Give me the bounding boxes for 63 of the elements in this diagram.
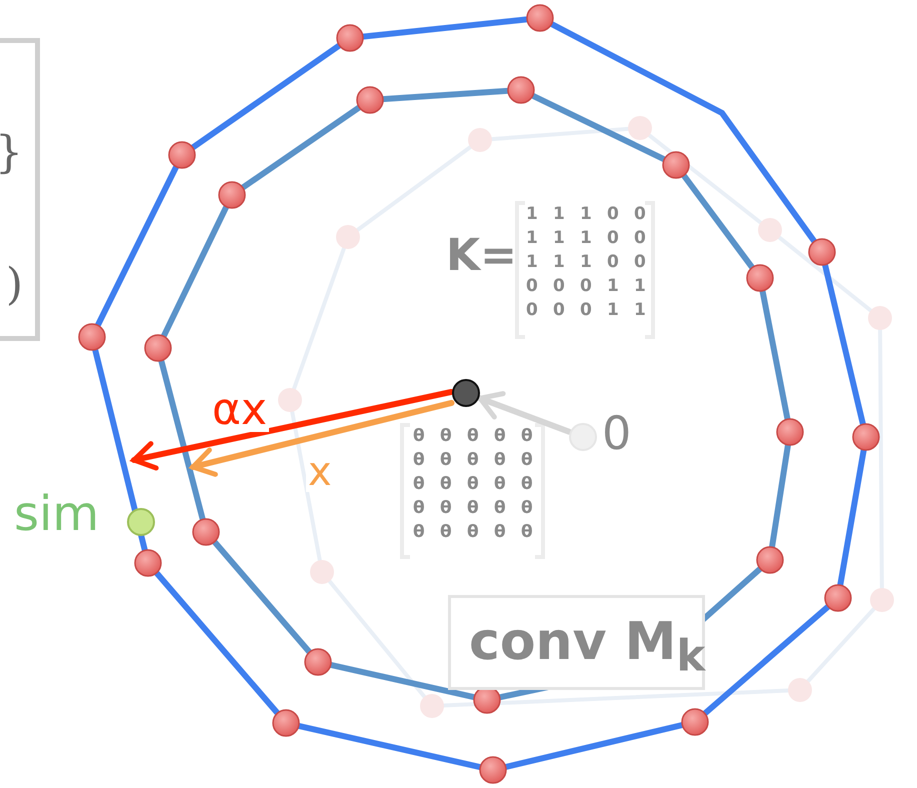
formula-fragment: } bbox=[0, 131, 23, 175]
matrix-entry: 1 bbox=[553, 230, 565, 247]
matrix-entry: 0 bbox=[634, 206, 646, 223]
matrix-entry: 1 bbox=[580, 230, 592, 247]
matrix-entry: 0 bbox=[607, 230, 619, 247]
matrix-entry: θ bbox=[413, 476, 425, 493]
matrix-entry: θ bbox=[413, 428, 425, 445]
matrix-entry: 1 bbox=[580, 254, 592, 271]
matrix-entry: 0 bbox=[607, 206, 619, 223]
matrix-entry: 0 bbox=[526, 278, 538, 295]
origin-label: 0 bbox=[602, 410, 632, 456]
matrix-entry: θ bbox=[413, 452, 425, 469]
matrix-entry: θ bbox=[440, 500, 452, 517]
matrix-entry: θ bbox=[494, 500, 506, 517]
formula-fragment: ) bbox=[6, 263, 23, 307]
matrix-entry: θ bbox=[494, 476, 506, 493]
matrix-entry: θ bbox=[521, 428, 533, 445]
matrix-entry: 0 bbox=[634, 230, 646, 247]
matrix-entry: 1 bbox=[607, 302, 619, 319]
matrix-entry: θ bbox=[467, 476, 479, 493]
matrix-entry: 1 bbox=[634, 302, 646, 319]
matrix-entry: θ bbox=[467, 428, 479, 445]
matrix-entry: θ bbox=[440, 428, 452, 445]
hull-label: conv M$_{k}$ bbox=[469, 616, 706, 679]
matrix-entry: 0 bbox=[553, 278, 565, 295]
matrix-entry: 1 bbox=[526, 254, 538, 271]
matrix-entry: θ bbox=[413, 524, 425, 541]
matrix-entry: 1 bbox=[526, 206, 538, 223]
matrix-entry: θ bbox=[521, 500, 533, 517]
matrix-entry: 1 bbox=[553, 206, 565, 223]
matrix-entry: 0 bbox=[553, 302, 565, 319]
matrix-entry: θ bbox=[467, 524, 479, 541]
matrix-entry: θ bbox=[440, 476, 452, 493]
arrow bbox=[190, 400, 455, 477]
matrix-entry: 0 bbox=[634, 254, 646, 271]
matrix-entry: θ bbox=[494, 428, 506, 445]
arrow bbox=[131, 388, 454, 471]
matrix-entry: 1 bbox=[634, 278, 646, 295]
matrix-entry: θ bbox=[521, 524, 533, 541]
matrix-entry: 0 bbox=[607, 254, 619, 271]
matrix-entry: θ bbox=[494, 452, 506, 469]
matrix-entry: 0 bbox=[526, 302, 538, 319]
arrow bbox=[477, 391, 572, 435]
matrix-entry: θ bbox=[413, 500, 425, 517]
matrix-entry: θ bbox=[521, 476, 533, 493]
matrix-entry: θ bbox=[467, 500, 479, 517]
matrix-entry: 1 bbox=[553, 254, 565, 271]
hull-box bbox=[448, 595, 705, 690]
sim-label: sim bbox=[14, 490, 100, 538]
matrix-entry: θ bbox=[440, 452, 452, 469]
origin-point bbox=[569, 423, 597, 451]
matrix-entry: 0 bbox=[580, 302, 592, 319]
matrix-entry: 0 bbox=[580, 278, 592, 295]
matrix-entry: 1 bbox=[526, 230, 538, 247]
center-point bbox=[452, 379, 480, 407]
matrix-entry: 1 bbox=[607, 278, 619, 295]
matrix-entry: 1 bbox=[580, 206, 592, 223]
sim-point bbox=[127, 508, 155, 536]
matrix-entry: θ bbox=[494, 524, 506, 541]
matrix-entry: θ bbox=[467, 452, 479, 469]
matrix-entry: θ bbox=[440, 524, 452, 541]
matrix-label: K= bbox=[446, 234, 517, 278]
matrix-entry: θ bbox=[521, 452, 533, 469]
